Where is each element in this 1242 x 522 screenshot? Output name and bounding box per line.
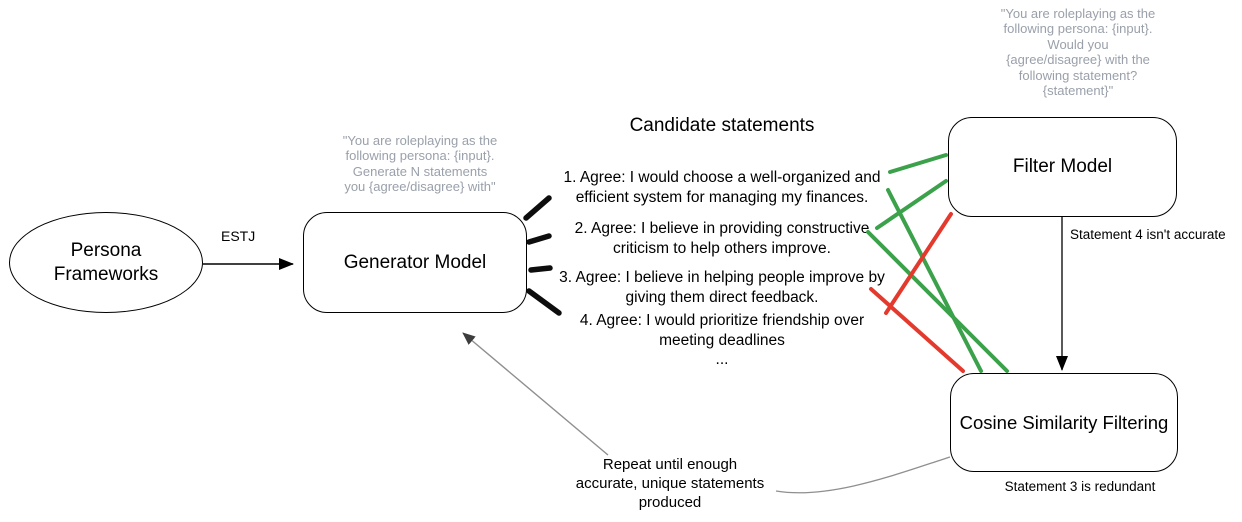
generator-prompt-text: "You are roleplaying as the following pe… — [342, 133, 498, 195]
statement-item-4: 4. Agree: I would prioritize friendship … — [579, 312, 865, 349]
filter-model-label: Filter Model — [1012, 156, 1113, 178]
candidate-statements-title: Candidate statements — [629, 115, 815, 136]
generator-model-label: Generator Model — [343, 251, 487, 273]
cosine-to-repeat-note-line — [775, 456, 951, 494]
generator-model-node: Generator Model — [303, 212, 527, 313]
persona-frameworks-label: Persona Frameworks — [53, 239, 159, 285]
filter-prompt-text: "You are roleplaying as the following pe… — [1000, 6, 1156, 99]
cosine-similarity-filtering-label: Cosine Similarity Filtering — [959, 411, 1169, 433]
filter-model-node: Filter Model — [948, 117, 1177, 217]
statement-item-2: 2. Agree: I believe in providing constru… — [574, 220, 870, 257]
statement-item-1: 1. Agree: I would choose a well-organize… — [563, 169, 881, 206]
cosine-similarity-filtering-node: Cosine Similarity Filtering — [950, 373, 1178, 472]
estj-edge-label: ESTJ — [221, 228, 256, 244]
repeat-until-enough-note: Repeat until enough accurate, unique sta… — [575, 456, 765, 511]
statement3-redundant-note: Statement 3 is redundant — [1004, 479, 1156, 494]
statement-item-3: 3. Agree: I believe in helping people im… — [559, 269, 885, 306]
statements-ellipsis: ... — [715, 351, 729, 368]
persona-frameworks-node: Persona Frameworks — [9, 212, 203, 313]
statement4-inaccurate-note: Statement 4 isn't accurate — [1070, 227, 1226, 242]
